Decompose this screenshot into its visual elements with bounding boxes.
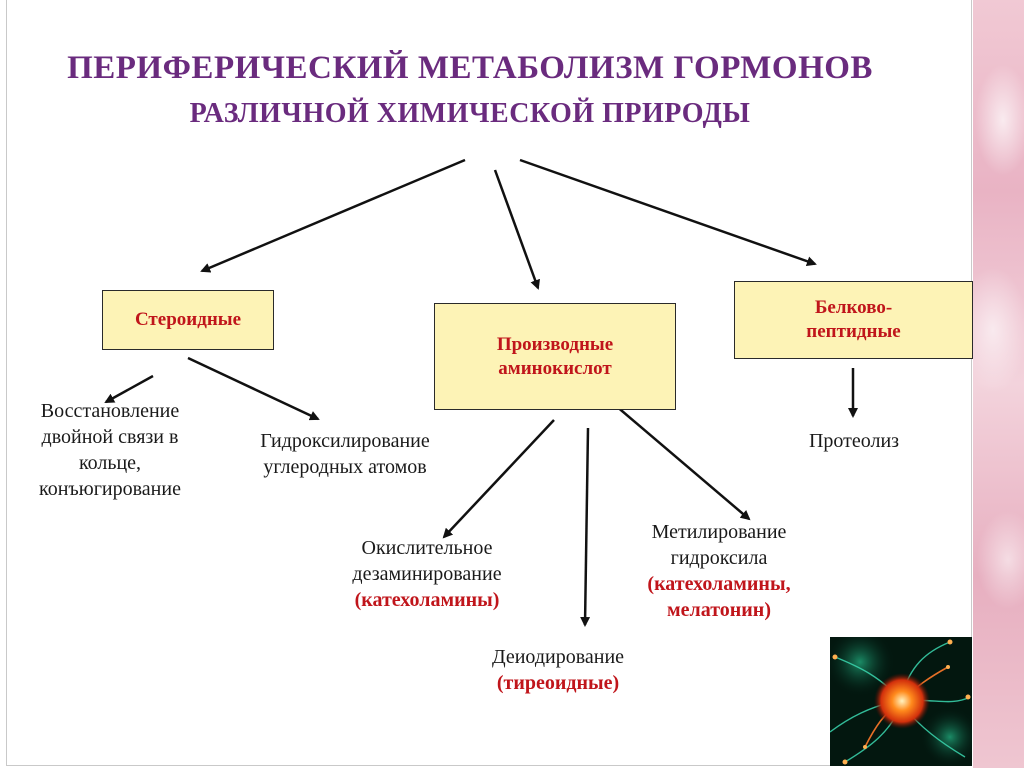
label-oxidative-text: Окислительное дезаминирование: [352, 537, 502, 585]
arrow-amino-to-oxidative: [442, 419, 555, 539]
label-methylation-note: (катехоламины, мелатонин): [647, 573, 791, 621]
box-amino-derivatives: Производные аминокислот: [434, 303, 676, 410]
box-steroid: Стероидные: [102, 290, 274, 350]
arrow-steroid-to-hydroxylation: [187, 356, 320, 421]
arrow-amino-to-deiodination: [580, 427, 591, 627]
box-protein-peptide: Белково-пептидные: [734, 281, 973, 359]
label-reduction: Восстановление двойной связи в кольце, к…: [39, 400, 181, 500]
label-deiodination: Деиодирование (тиреоидные): [468, 644, 648, 696]
title-line-1: ПЕРИФЕРИЧЕСКИЙ МЕТАБОЛИЗМ ГОРМОНОВ: [67, 50, 873, 86]
arrow-title-to-amino: [493, 169, 540, 290]
arrow-title-to-steroid: [200, 158, 466, 273]
floral-background: [973, 0, 1024, 768]
label-hydroxylation: Гидроксилирование углеродных атомов: [260, 430, 430, 478]
neuron-illustration: [830, 637, 972, 766]
arrow-steroid-to-reduction: [104, 374, 154, 404]
label-oxidative-note: (катехоламины): [354, 589, 500, 611]
label-deiodination-note: (тиреоидные): [496, 672, 620, 694]
title-line-2: РАЗЛИЧНОЙ ХИМИЧЕСКОЙ ПРИРОДЫ: [189, 98, 751, 129]
label-deiodination-text: Деиодирование: [491, 646, 625, 668]
label-methylation: Метилирование гидроксила (катехоламины, …: [616, 519, 822, 623]
label-methylation-text: Метилирование гидроксила: [651, 521, 787, 569]
arrow-title-to-protein: [519, 158, 817, 267]
label-proteolysis: Протеолиз: [808, 430, 900, 452]
label-oxidative-deamination: Окислительное дезаминирование (катехолам…: [318, 535, 536, 613]
arrow-amino-to-methylation: [614, 404, 751, 521]
